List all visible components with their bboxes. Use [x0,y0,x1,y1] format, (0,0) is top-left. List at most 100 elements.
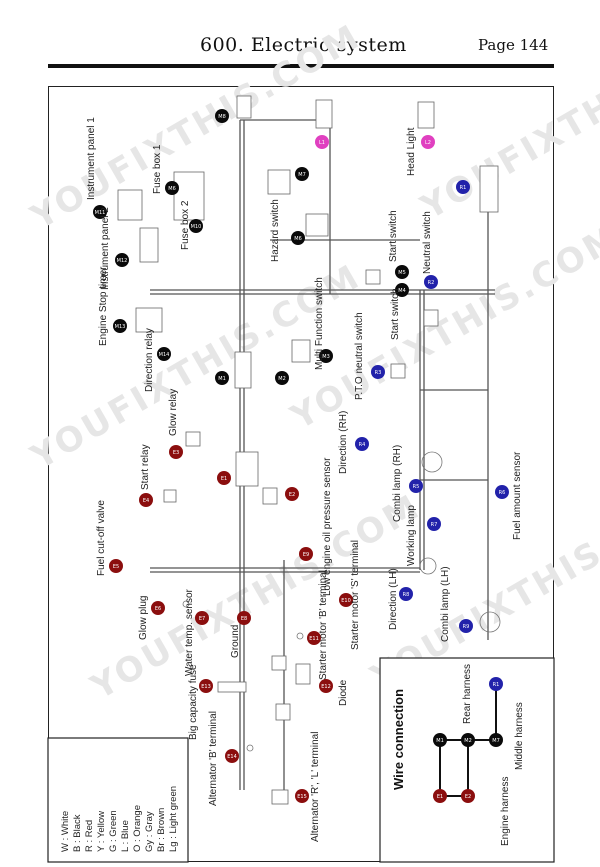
svg-text:E7: E7 [199,616,205,622]
node-e9: E9 [299,547,313,561]
svg-text:M5: M5 [398,270,406,276]
svg-text:E3: E3 [173,450,179,456]
svg-text:E14: E14 [227,754,237,760]
svg-text:E4: E4 [143,498,149,504]
wire-node-e1: E1 [433,789,447,803]
node-e12: E12 [319,679,333,693]
node-r3: R3 [371,365,385,379]
wire-node-e2: E2 [461,789,475,803]
node-l2: L2 [421,135,435,149]
svg-text:E2: E2 [465,794,471,800]
svg-text:M6: M6 [168,186,176,192]
label-start-switch-bottom: Start switch [390,288,401,340]
node-m10: M10 [189,219,203,233]
svg-text:L1: L1 [319,140,325,146]
label-ground: Ground [230,625,241,658]
svg-text:E1: E1 [221,476,227,482]
node-m2: M2 [275,371,289,385]
svg-text:M1: M1 [436,738,444,744]
watermarks: YOUFIXTHIS.COM YOUFIXTHIS.COM YOUFIXTHIS… [24,6,600,708]
svg-text:E9: E9 [303,552,309,558]
label-water-temp-sensor: Water temp. sensor [184,588,195,676]
label-fuse-box-2: Fuse box 2 [180,200,191,250]
svg-text:M3: M3 [322,354,330,360]
node-m6: M6 [165,181,179,195]
legend-item: O : Orange [132,805,143,852]
svg-text:M2: M2 [278,376,286,382]
node-r6: R6 [495,485,509,499]
label-rear-harness: Rear harness [462,664,473,724]
legend-item: R : Red [84,820,95,852]
label-fuel-cutoff-valve: Fuel cut-off valve [96,500,107,576]
svg-text:R1: R1 [493,682,500,688]
label-combi-lamp-lh: Combi lamp (LH) [440,566,451,642]
svg-text:E2: E2 [289,492,295,498]
legend-item: Gy : Gray [144,811,155,852]
svg-text:M4: M4 [398,288,406,294]
label-neutral-switch: Neutral switch [422,211,433,274]
node-m13: M13 [113,319,127,333]
diagram-frame [48,86,554,862]
node-m6b: M6 [291,231,305,245]
legend-item: W : White [60,811,71,852]
label-engine-harness: Engine harness [500,777,511,847]
node-r4: R4 [355,437,369,451]
svg-text:E1: E1 [437,794,443,800]
svg-text:L2: L2 [425,140,431,146]
svg-text:E12: E12 [321,684,331,690]
svg-text:E11: E11 [309,636,319,642]
node-l1: L1 [315,135,329,149]
label-pto-neutral-switch: P.T.O neutral switch [354,312,365,400]
label-diode: Diode [338,679,349,706]
svg-text:R6: R6 [499,490,506,496]
svg-text:R8: R8 [403,592,410,598]
label-start-relay: Start relay [140,444,151,490]
label-start-switch-top: Start switch [388,210,399,262]
label-hazard-switch: Hazard switch [270,199,281,262]
svg-text:R1: R1 [460,185,467,191]
label-starter-motor-b: Starter motor 'B' terminal [318,570,329,680]
node-e8: E8 [237,611,251,625]
svg-text:M14: M14 [159,352,170,358]
label-engine-stop-timer: Engine Stop timer [98,266,109,346]
node-e11: E11 [307,631,321,645]
harness-wires [150,110,495,800]
page-title: 600. Electric system [200,34,407,56]
svg-text:E5: E5 [113,564,119,570]
svg-text:M7: M7 [298,172,306,178]
color-legend: W : White B : Black R : Red Y : Yellow G… [47,737,189,863]
svg-text:R5: R5 [413,484,420,490]
svg-text:E6: E6 [155,606,161,612]
node-e14: E14 [225,749,239,763]
label-alternator-rl: Alternator 'R', 'L' terminal [310,732,321,842]
node-r7: R7 [427,517,441,531]
label-big-capacity-fuse: Big capacity fuse [188,664,199,740]
header-rule [48,64,554,68]
node-group: M8 M6 M11 M10 M7 M6 M12 M5 M4 M13 M14 M3… [93,109,509,803]
watermark-text: YOUFIXTHIS.COM [284,216,600,438]
svg-text:M12: M12 [117,258,128,264]
node-m4: M4 [395,283,409,297]
label-instrument-panel-2: Instrument panel 2 [100,207,111,290]
node-e4: E4 [139,493,153,507]
svg-text:R2: R2 [428,280,435,286]
node-e2: E2 [285,487,299,501]
wire-node-m2: M2 [461,733,475,747]
node-r1: R1 [456,180,470,194]
label-direction-lh: Direction (LH) [388,568,399,630]
node-e10: E10 [339,593,353,607]
node-e5: E5 [109,559,123,573]
svg-text:R9: R9 [463,624,470,630]
label-combi-lamp-rh: Combi lamp (RH) [392,445,403,522]
svg-text:R7: R7 [431,522,438,528]
legend-item: G : Green [108,810,119,852]
legend-item: B : Black [72,814,83,852]
label-middle-harness: Middle harness [514,702,525,770]
label-glow-relay: Glow relay [168,389,179,436]
label-fuel-amount-sensor: Fuel amount sensor [512,451,523,540]
svg-text:M2: M2 [464,738,472,744]
node-e3: E3 [169,445,183,459]
legend-item: Lg : Light green [168,786,179,852]
node-m11: M11 [93,205,107,219]
